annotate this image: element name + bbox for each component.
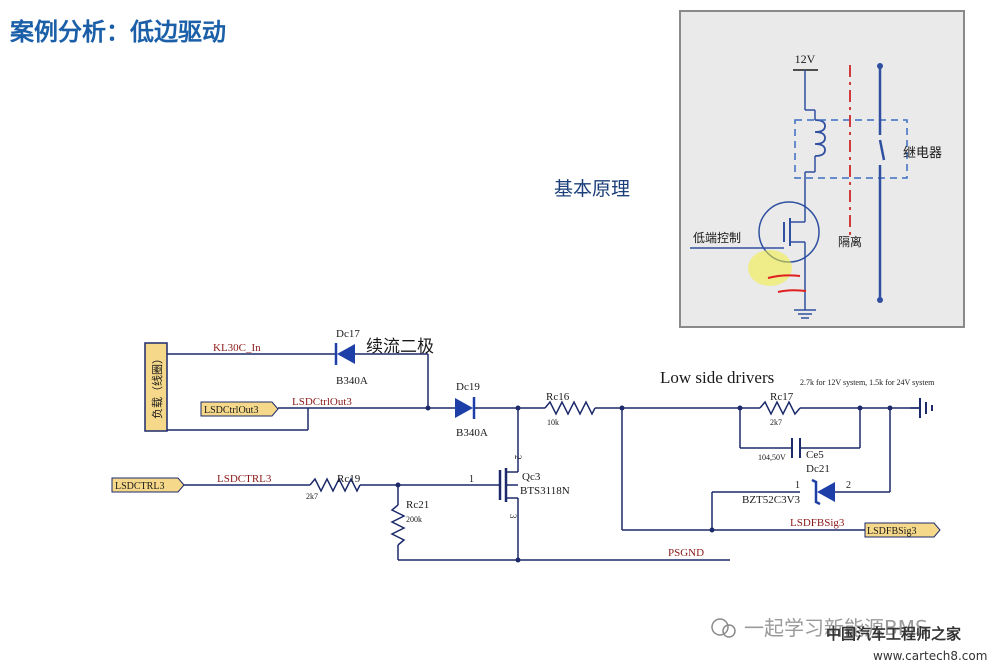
lsdfb-port bbox=[864, 522, 941, 538]
annotation-scribble bbox=[767, 274, 807, 293]
wechat-icon bbox=[711, 618, 729, 636]
ce5-label: Ce5 bbox=[806, 449, 824, 461]
lsdctrl-port bbox=[111, 477, 185, 493]
kl30-net: KL30C_In bbox=[213, 342, 261, 354]
principle-diagram: 12V 继电器 低端控制 隔离 bbox=[679, 10, 965, 328]
lsdctrl-port-text: LSDCTRL3 bbox=[115, 481, 164, 492]
ce5-value: 104,50V bbox=[758, 453, 786, 462]
watermark-line1: 一起学习新能源BMS bbox=[744, 616, 928, 640]
b340a-2: B340A bbox=[456, 427, 488, 439]
dc21-pin2: 2 bbox=[846, 480, 851, 491]
relay-coil bbox=[814, 119, 826, 157]
rc17-resistor bbox=[759, 400, 801, 416]
watermark-url: www.cartech8.com bbox=[873, 649, 987, 663]
highlight-mark bbox=[748, 250, 792, 286]
lsdctrl-net: LSDCTRL3 bbox=[217, 473, 272, 485]
dc21-diode bbox=[811, 478, 835, 506]
rc16-resistor bbox=[544, 400, 596, 416]
relay-label: 继电器 bbox=[903, 145, 942, 160]
fb-port-text: LSDFBSig3 bbox=[867, 526, 916, 537]
zener-label: BZT52C3V3 bbox=[742, 494, 801, 506]
principle-label: 基本原理 bbox=[554, 178, 631, 200]
rc17-value: 2k7 bbox=[770, 418, 782, 427]
lsdctrlout-port bbox=[200, 401, 279, 417]
isolation-label: 隔离 bbox=[838, 234, 862, 249]
rc19-label: Rc19 bbox=[337, 473, 361, 485]
dc17-label: Dc17 bbox=[336, 328, 360, 340]
rc21-resistor bbox=[390, 504, 406, 546]
slide-title: 案例分析：低边驱动 bbox=[10, 18, 226, 46]
flyback-note: 续流二极 bbox=[366, 337, 434, 357]
qc3-label: Qc3 bbox=[522, 471, 541, 483]
resistor-note: 2.7k for 12V system, 1.5k for 24V system bbox=[800, 378, 935, 387]
rc16-value: 10k bbox=[547, 418, 559, 427]
load-box bbox=[144, 342, 168, 432]
low-side-title: Low side drivers bbox=[660, 368, 774, 387]
psgnd-net: PSGND bbox=[668, 547, 704, 559]
dc21-label: Dc21 bbox=[806, 463, 830, 475]
junction-dots bbox=[395, 405, 893, 563]
principle-frame bbox=[679, 10, 965, 328]
rc21-label: Rc21 bbox=[406, 499, 429, 511]
watermark: 一起学习新能源BMS 中国汽车工程师之家 www.cartech8.com bbox=[711, 616, 987, 663]
rc19-value: 2k7 bbox=[306, 492, 318, 501]
load-label: 负载（线圈） bbox=[150, 353, 164, 419]
watermark-line2: 中国汽车工程师之家 bbox=[826, 625, 961, 643]
rc16-label: Rc16 bbox=[546, 391, 570, 403]
rc21-value: 200k bbox=[406, 515, 422, 524]
dc19-label: Dc19 bbox=[456, 381, 480, 393]
schematic bbox=[144, 342, 933, 561]
dc19-diode bbox=[455, 397, 476, 419]
dc17-diode bbox=[334, 343, 355, 365]
dc21-pin1: 1 bbox=[795, 480, 800, 491]
qc3-pin1: 1 bbox=[469, 474, 474, 485]
qc3-part: BTS3118N bbox=[520, 485, 570, 497]
lsdctrlout-net: LSDCtrlOut3 bbox=[292, 396, 352, 408]
qc3-pin2: 2 bbox=[513, 455, 523, 460]
qc3-pin3: 3 bbox=[508, 514, 518, 519]
lsdctrlout-port-text: LSDCtrlOut3 bbox=[204, 405, 258, 416]
b340a-1: B340A bbox=[336, 375, 368, 387]
rc19-resistor bbox=[309, 477, 361, 493]
fb-net: LSDFBSig3 bbox=[790, 517, 845, 529]
control-label: 低端控制 bbox=[693, 231, 741, 245]
supply-label: 12V bbox=[795, 52, 816, 66]
rc17-label: Rc17 bbox=[770, 391, 794, 403]
